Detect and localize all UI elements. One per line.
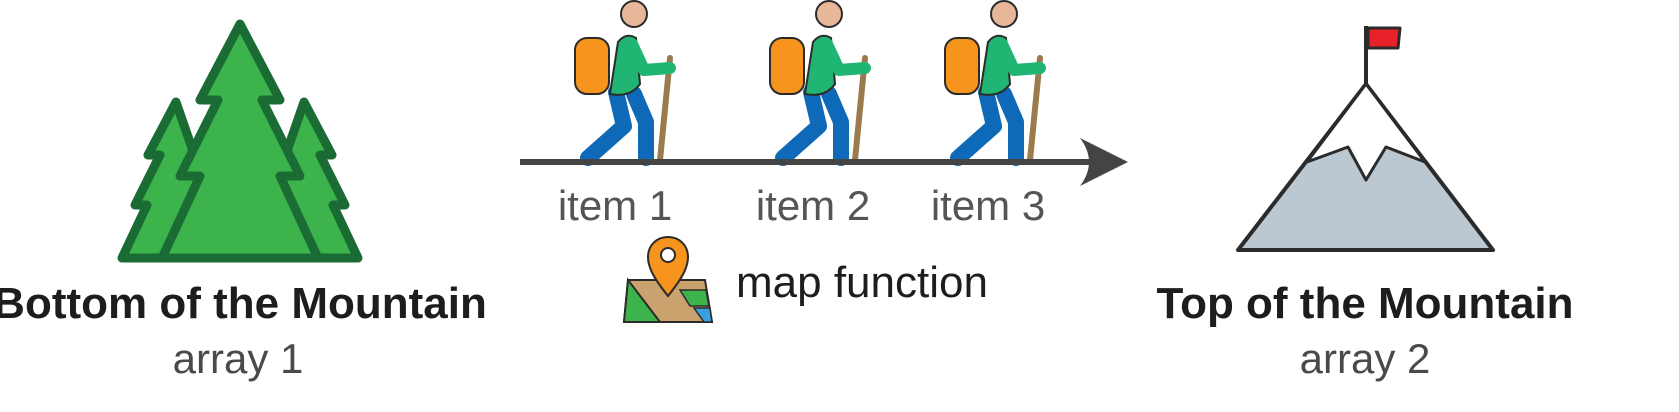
end-title: Top of the Mountain: [1156, 279, 1573, 328]
map-pin-icon: [622, 235, 714, 323]
hiker-icon: [945, 1, 1040, 160]
hiker-icon: [770, 1, 865, 160]
item-label: item 1: [558, 182, 672, 229]
start-title: Bottom of the Mountain: [0, 279, 487, 328]
item-label: item 2: [756, 182, 870, 229]
item-label: item 3: [931, 182, 1045, 229]
map-function-label: map function: [736, 258, 988, 307]
start-subtitle: array 1: [173, 335, 304, 382]
pine-trees-icon: [117, 19, 363, 263]
end-subtitle: array 2: [1300, 335, 1431, 382]
arrow-icon: [520, 138, 1128, 186]
hiker-icon: [575, 1, 670, 160]
mountain-peak-flag-icon: [1236, 26, 1495, 252]
